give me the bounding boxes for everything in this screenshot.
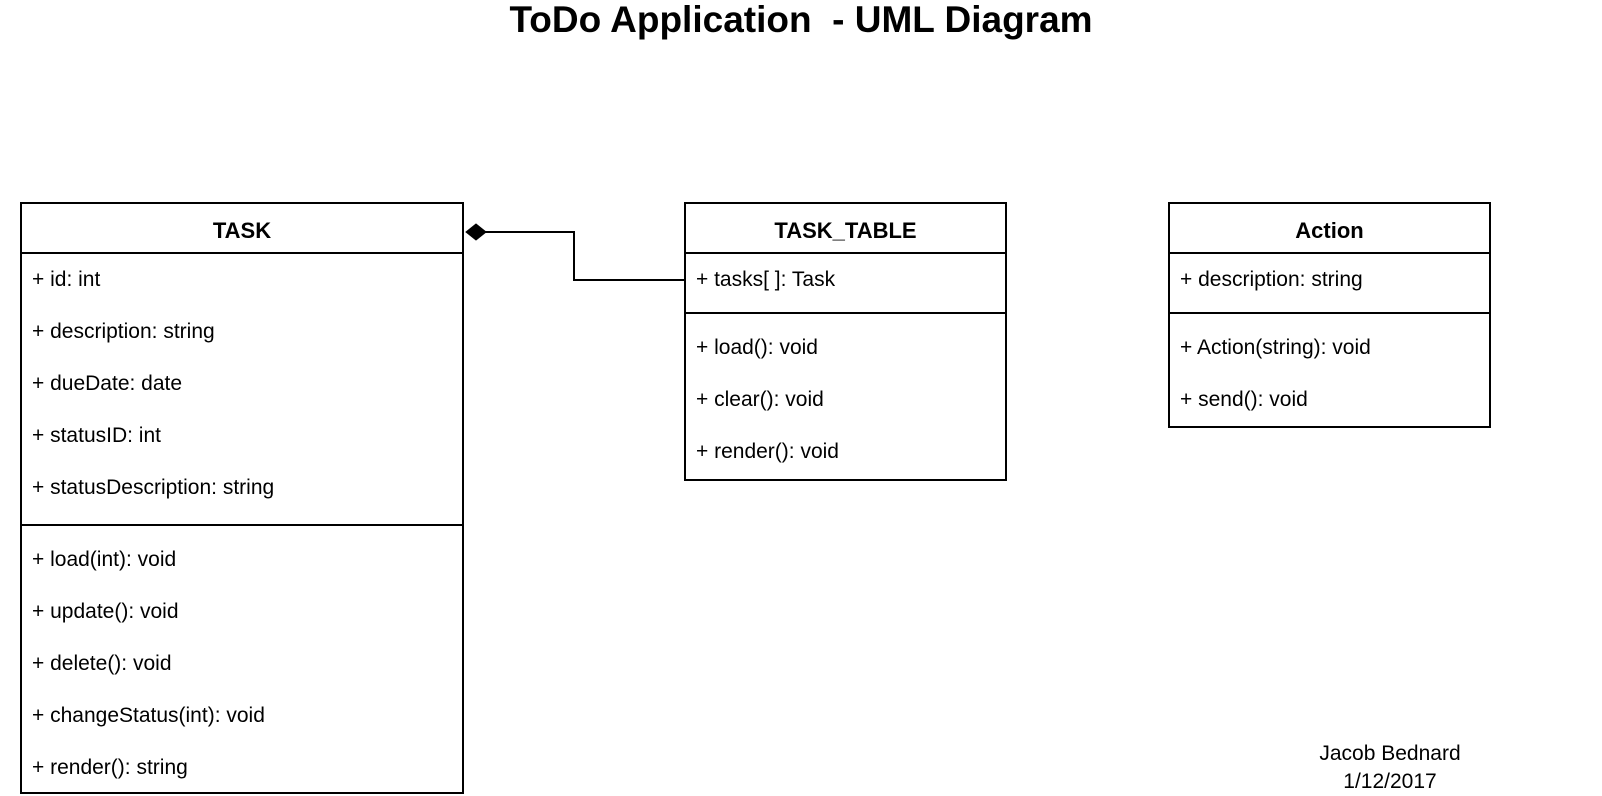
composition-diamond-icon	[465, 223, 487, 241]
diagram-title: ToDo Application - UML Diagram	[509, 0, 1093, 40]
class-name-action: Action	[1170, 204, 1489, 254]
class-attributes-action: + description: string	[1170, 254, 1489, 314]
attribute-item: + id: int	[32, 268, 101, 291]
class-box-action[interactable]: Action + description: string + Action(st…	[1168, 202, 1491, 428]
operation-item: + send(): void	[1180, 388, 1308, 411]
operation-item: + render(): void	[696, 440, 839, 463]
attribute-item: + statusID: int	[32, 424, 161, 447]
attribute-item: + description: string	[1180, 268, 1363, 291]
class-box-task-table[interactable]: TASK_TABLE + tasks[ ]: Task + load(): vo…	[684, 202, 1007, 481]
operation-item: + update(): void	[32, 600, 179, 623]
class-operations-task: + load(int): void + update(): void + del…	[22, 526, 462, 794]
author-date: 1/12/2017	[1343, 770, 1437, 793]
attribute-item: + description: string	[32, 320, 215, 343]
operation-item: + changeStatus(int): void	[32, 704, 265, 727]
class-attributes-task-table: + tasks[ ]: Task	[686, 254, 1005, 314]
attribute-item: + tasks[ ]: Task	[696, 268, 836, 291]
class-name-task: TASK	[22, 204, 462, 254]
class-attributes-task: + id: int + description: string + dueDat…	[22, 254, 462, 526]
operation-item: + delete(): void	[32, 652, 172, 675]
class-operations-action: + Action(string): void + send(): void	[1170, 314, 1489, 426]
operation-item: + load(int): void	[32, 548, 177, 571]
attribute-item: + dueDate: date	[32, 372, 183, 395]
operation-item: + clear(): void	[696, 388, 824, 411]
composition-line	[485, 231, 684, 281]
operation-item: + Action(string): void	[1180, 336, 1371, 359]
operation-item: + render(): string	[32, 756, 188, 779]
class-operations-task-table: + load(): void + clear(): void + render(…	[686, 314, 1005, 478]
attribute-item: + statusDescription: string	[32, 476, 275, 499]
author-name: Jacob Bednard	[1319, 742, 1461, 765]
operation-item: + load(): void	[696, 336, 818, 359]
author-block: Jacob Bednard 1/12/2017	[1290, 740, 1490, 796]
class-name-task-table: TASK_TABLE	[686, 204, 1005, 254]
class-box-task[interactable]: TASK + id: int + description: string + d…	[20, 202, 464, 794]
